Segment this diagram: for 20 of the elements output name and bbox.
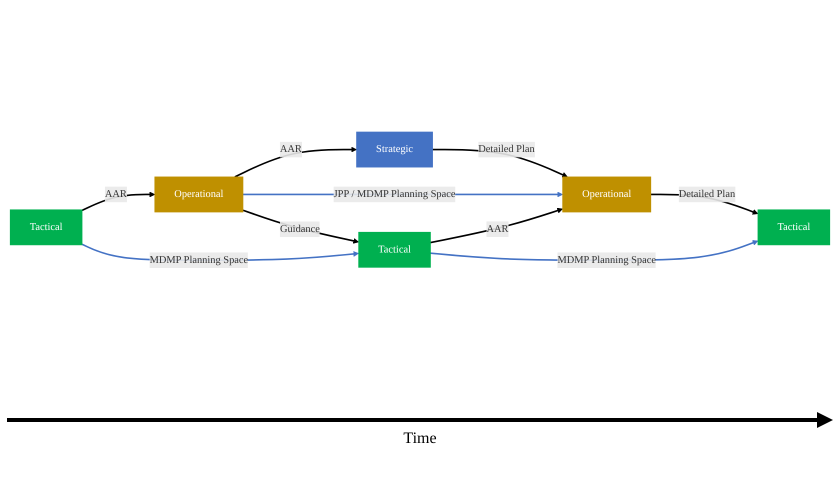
edge-label: AAR [486, 223, 508, 234]
edge-label: JPP / MDMP Planning Space [334, 188, 456, 200]
node-box: Strategic [356, 132, 433, 168]
edge-label: Detailed Plan [478, 144, 535, 155]
node-box: Tactical [758, 209, 830, 246]
node-box: Operational [562, 176, 652, 212]
arrow [234, 146, 357, 178]
edge-label: Detailed Plan [678, 188, 736, 200]
edge-label: AAR [104, 188, 127, 200]
axis-label: Time [403, 430, 437, 448]
arrow [82, 192, 156, 212]
node-box: Tactical [358, 232, 431, 268]
arrow [430, 208, 563, 244]
edge-label: AAR [280, 144, 302, 155]
arrow [242, 209, 359, 244]
edge-label: MDMP Planning Space [150, 254, 248, 266]
node-box: Operational [154, 176, 244, 212]
edge-label: Guidance [280, 223, 320, 234]
node-box: Tactical [10, 209, 82, 246]
edge-label: MDMP Planning Space [557, 254, 656, 266]
